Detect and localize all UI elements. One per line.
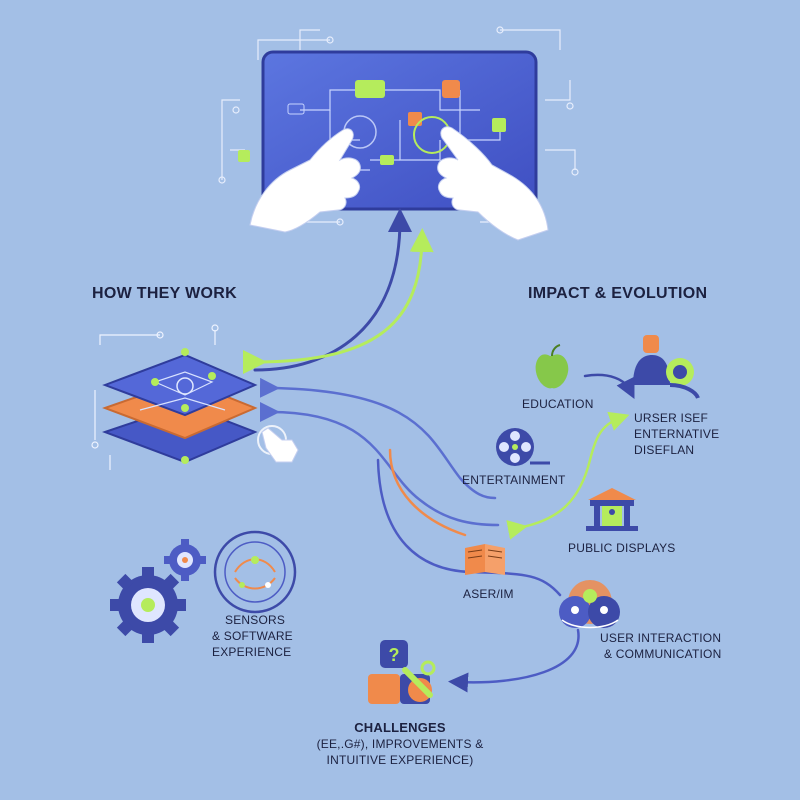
- stack-node-4: [181, 404, 189, 412]
- user-interaction-label-2: & COMMUNICATION: [604, 647, 722, 661]
- outside-node-green: [238, 150, 250, 162]
- screen-node-green-2: [492, 118, 506, 132]
- film-reel-icon: [496, 428, 550, 466]
- impact-evolution-heading: IMPACT & EVOLUTION: [528, 285, 708, 302]
- how-they-work-heading: HOW THEY WORK: [92, 285, 237, 302]
- layer-circuits: [139, 371, 226, 411]
- touchscreen-illustration: [218, 26, 579, 241]
- user-interface-label-3: DISEFLAN: [634, 443, 695, 457]
- connector-arrows: [242, 208, 635, 693]
- hand-left-icon: [249, 128, 361, 233]
- user-interface-label-2: ENTERNATIVE: [634, 427, 720, 441]
- sensor-circle-icon: [213, 530, 297, 614]
- communication-network-icon: [559, 580, 620, 629]
- education-label: EDUCATION: [522, 397, 594, 411]
- user-avatar-icon: [633, 335, 700, 399]
- challenges-puzzle-icon: ?: [368, 640, 436, 704]
- stack-node-5: [181, 456, 189, 464]
- arrow-to-challenges: [448, 628, 580, 693]
- hand-right-icon: [437, 126, 549, 241]
- stack-eye-icon: [176, 377, 194, 395]
- open-book-icon: [465, 544, 505, 575]
- pointer-hand-icon: [257, 425, 299, 463]
- user-interaction-label-1: USER INTERACTION: [600, 631, 722, 645]
- stack-node-2: [151, 378, 159, 386]
- stack-node-1: [181, 348, 189, 356]
- public-displays-label: PUBLIC DISPLAYS: [568, 541, 676, 555]
- aser-im-label: ASER/IM: [463, 587, 514, 601]
- arrow-aser-interaction: [376, 458, 562, 597]
- arrow-screen-to-layers: [242, 228, 434, 375]
- layer-stack-illustration: [91, 324, 299, 470]
- arrow-education-user: [583, 373, 635, 399]
- sensors-label-1: SENSORS: [225, 613, 286, 627]
- arrow-layers-aser: [259, 401, 500, 527]
- arrow-public-displays: [506, 411, 630, 540]
- challenges-sub-label-2: INTUITIVE EXPERIENCE): [326, 753, 474, 767]
- stack-node-3: [208, 372, 216, 380]
- user-interface-label-1: URSER ISEF: [634, 411, 709, 425]
- entertainment-label: ENTERTAINMENT: [462, 473, 566, 487]
- screen-node-orange-2: [408, 112, 422, 126]
- challenges-label: CHALLENGES: [354, 720, 446, 735]
- museum-building-icon: [586, 488, 638, 531]
- arrow-layers-to-screen: [253, 208, 412, 372]
- screen-node-small: [287, 103, 305, 115]
- gears-icon: [110, 539, 206, 643]
- stack-circuit-lines: [91, 324, 219, 470]
- screen-node-green-3: [380, 155, 394, 165]
- apple-icon: [535, 344, 569, 389]
- sensors-label-2: & SOFTWARE: [212, 629, 293, 643]
- sensors-label-3: EXPERIENCE: [212, 645, 292, 659]
- svg-text:?: ?: [389, 645, 400, 665]
- screen-node-orange: [442, 80, 460, 98]
- challenges-sub-label-1: (EE,.G#), IMPROVEMENTS &: [316, 737, 484, 751]
- screen-node-green: [355, 80, 385, 98]
- arrow-orange: [388, 448, 467, 537]
- arrow-entertainment: [259, 377, 497, 500]
